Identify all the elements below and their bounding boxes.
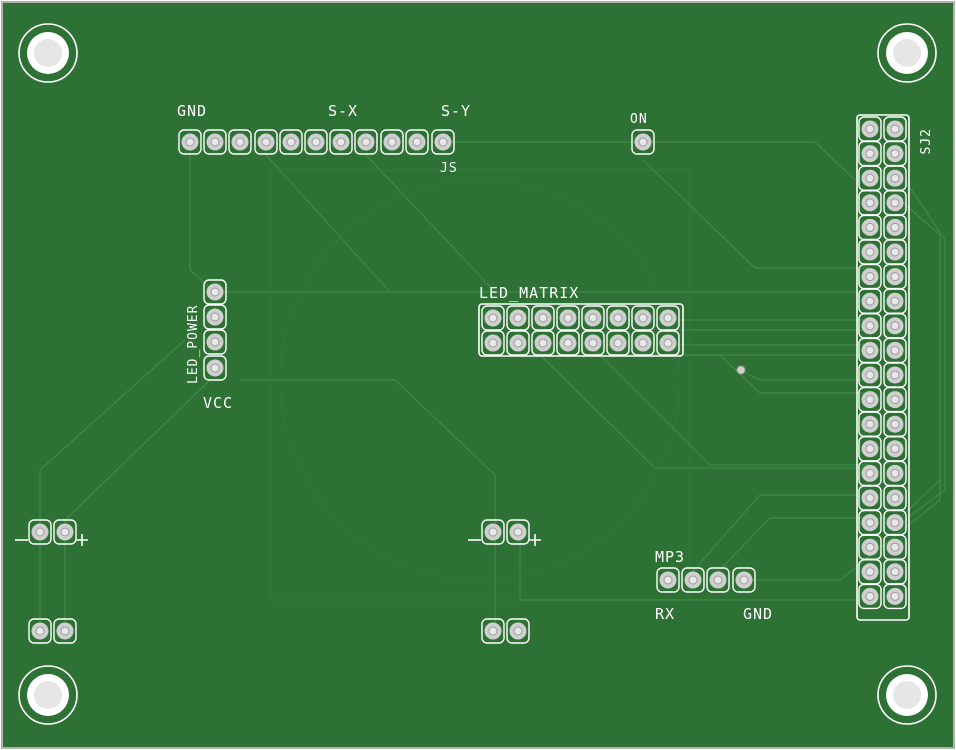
middle-plus-mark [529,534,541,546]
label-led-power: LED_POWER [186,305,201,384]
mounting-hole-top-left [18,23,78,83]
label-sy: S-Y [441,102,471,120]
label-rx: RX [655,605,675,623]
label-mp3: MP3 [655,548,685,566]
label-on: ON [630,112,648,127]
mounting-hole-bottom-right [877,665,937,725]
label-vcc: VCC [203,394,233,412]
label-js: JS [440,161,458,176]
label-sj2: SJ2 [919,128,934,154]
mounting-hole-top-right [877,23,937,83]
led-matrix-outline [478,303,684,357]
left-plus-mark [76,534,88,546]
label-led-matrix: LED_MATRIX [479,284,579,302]
via [736,365,746,375]
mounting-hole-bottom-left [18,665,78,725]
label-gnd-mp3: GND [743,605,773,623]
label-gnd-js: GND [177,102,207,120]
led-power-header [203,279,227,381]
label-sx: S-X [328,102,358,120]
sj2-outline [856,114,910,621]
